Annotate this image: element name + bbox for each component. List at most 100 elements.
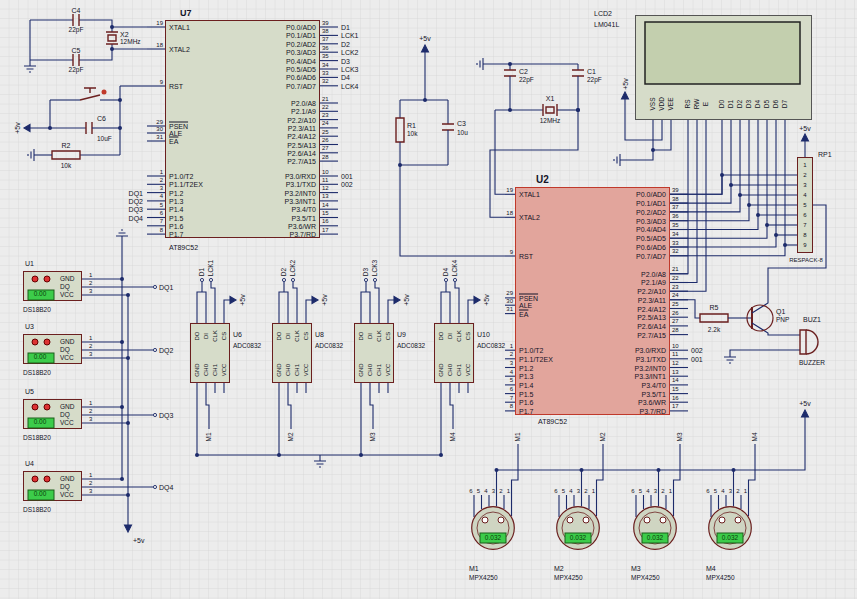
pin-name: RS xyxy=(685,99,692,108)
wire xyxy=(296,383,297,393)
pin-name: P3.6/WR xyxy=(638,399,666,406)
crystal-symbol xyxy=(106,32,118,44)
wire xyxy=(80,154,120,155)
net-label: D2 xyxy=(341,40,350,47)
pin-stub xyxy=(320,184,338,185)
pin-name: GND xyxy=(194,363,200,376)
pin-number: 1 xyxy=(592,488,595,494)
pin-number: 27 xyxy=(322,145,329,151)
pin-stub xyxy=(635,495,636,517)
pin-name: P3.1/TXD xyxy=(286,181,316,188)
part-number: ADC0832 xyxy=(233,343,261,350)
pin-name: CS xyxy=(385,332,391,340)
pin-number: 2 xyxy=(89,408,92,414)
pin-name: RST xyxy=(519,253,533,260)
pin-name: D6 xyxy=(773,100,780,108)
pin-number: 26 xyxy=(322,137,329,143)
net-terminal xyxy=(291,278,294,281)
pin-number: 13 xyxy=(672,369,679,375)
pin-number: 4 xyxy=(803,192,806,198)
pin-name: CH1 xyxy=(294,364,300,376)
net-label: M2 xyxy=(600,432,607,441)
pin-name: VCC xyxy=(465,364,471,377)
wire xyxy=(112,26,147,27)
pin-number: 5 xyxy=(803,202,806,208)
pin-name: P2.7/A15 xyxy=(637,331,666,338)
pin-number: 13 xyxy=(322,193,329,199)
pin-name: P2.0/A8 xyxy=(641,270,666,277)
pin-number: 19 xyxy=(156,20,163,26)
part-number: MPX4250 xyxy=(631,575,660,582)
pin-stub xyxy=(147,192,165,193)
pin-name: P1.7 xyxy=(169,231,183,238)
ground-symbol xyxy=(614,154,620,166)
pin-stub xyxy=(320,26,338,27)
pin-stub xyxy=(320,68,338,69)
part-name: X1 xyxy=(546,95,555,102)
pin-stub xyxy=(488,495,489,506)
power-label: +5v xyxy=(403,294,410,305)
pin-number: 15 xyxy=(322,210,329,216)
pin-number: 16 xyxy=(672,395,679,401)
wire xyxy=(196,383,197,455)
net-terminal xyxy=(153,485,156,488)
pin-name: P1.5 xyxy=(519,390,533,397)
pin-stub xyxy=(320,192,338,193)
power-label: +5v xyxy=(239,294,246,305)
wire xyxy=(776,234,797,235)
pin-name: P0.3/AD3 xyxy=(636,217,666,224)
part-number: MPX4250 xyxy=(706,575,735,582)
wire xyxy=(441,292,450,323)
pin-name: P0.6/AD6 xyxy=(636,244,666,251)
pin-name: P1.5 xyxy=(169,214,183,221)
capacitor-symbol xyxy=(73,14,79,26)
net-label: D3 xyxy=(363,268,370,276)
pin-name: DQ xyxy=(60,484,70,491)
pin-name: GND xyxy=(358,363,364,376)
junction-dot xyxy=(126,356,130,360)
pin-stub xyxy=(505,313,515,314)
wire xyxy=(224,300,230,323)
pin-name: VCC xyxy=(60,420,74,427)
pin-name: P2.2/A10 xyxy=(637,288,666,295)
pin-number: 34 xyxy=(322,62,329,68)
pin-name: VCC xyxy=(385,364,391,377)
buzzer-symbol xyxy=(806,330,818,354)
pin-number: 33 xyxy=(672,240,679,246)
pin-number: 11 xyxy=(322,177,328,183)
part-number: LM041L xyxy=(594,21,619,28)
net-terminal xyxy=(209,278,212,281)
power-label: +5v xyxy=(321,294,328,305)
wire xyxy=(283,282,284,293)
pin-number: 3 xyxy=(577,488,580,494)
wire xyxy=(288,383,291,429)
switch-marker xyxy=(102,90,107,95)
pin-number: 5 xyxy=(714,488,717,494)
wire xyxy=(400,164,448,165)
pin-name: PSEN xyxy=(169,123,188,130)
pin-stub xyxy=(320,102,338,103)
part-value: 22pF xyxy=(519,77,534,84)
reference-label: U9 xyxy=(397,331,406,338)
junction-dot xyxy=(359,453,363,457)
mpx-body xyxy=(556,506,600,550)
readout: 0.032 xyxy=(647,535,663,542)
pin-number: 4 xyxy=(484,488,487,494)
pin-name: P1.1/T2EX xyxy=(169,181,203,188)
pin-stub xyxy=(670,317,688,318)
reference-label: M3 xyxy=(631,565,641,572)
net-label: DQ3 xyxy=(129,206,143,213)
pin-name: P0.2/AD2 xyxy=(286,40,316,47)
wire xyxy=(112,48,147,49)
net-label: LCK3 xyxy=(341,66,359,73)
wire xyxy=(447,100,448,124)
net-label: DQ2 xyxy=(129,197,143,204)
pin-stub xyxy=(505,393,515,394)
junction-dot xyxy=(118,98,122,102)
junction-dot xyxy=(423,98,427,102)
pin-name: P2.1/A9 xyxy=(291,108,316,115)
pin-stub xyxy=(147,184,165,185)
part-name: C4 xyxy=(72,7,81,14)
wire xyxy=(29,20,30,66)
pin-number: 1 xyxy=(507,488,510,494)
